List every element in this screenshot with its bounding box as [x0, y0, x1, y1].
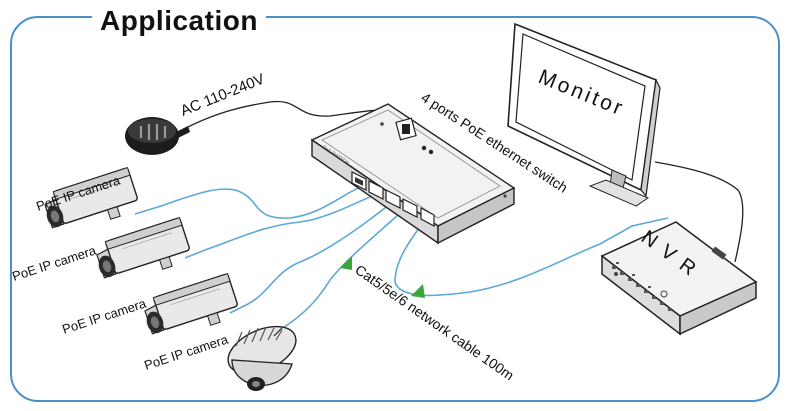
camera-label-4: PoE IP camera	[142, 331, 230, 372]
arrow-up-icon	[340, 256, 352, 270]
monitor-icon	[507, 22, 661, 207]
cable-camera-4	[269, 203, 411, 336]
cable-label: Cat5/5e/6 network cable 100m	[352, 261, 517, 383]
arrow-up-icon	[411, 284, 425, 298]
power-plug-icon	[125, 117, 190, 155]
power-and-video-cables	[181, 100, 744, 263]
bullet-camera-icon	[44, 166, 138, 229]
diagram-frame	[10, 16, 780, 402]
network-cables	[134, 183, 669, 336]
nvr-icon	[600, 221, 758, 336]
switch-icon: PoE SWITCH	[310, 103, 516, 245]
bullet-camera-icon	[96, 216, 190, 279]
title-box: Application	[92, 4, 266, 38]
page-title: Application	[100, 5, 258, 36]
camera-label-2: PoE IP camera	[10, 242, 98, 283]
bullet-camera-icon	[144, 272, 238, 335]
video-cable	[654, 161, 744, 263]
cable-nvr	[394, 215, 669, 297]
power-cable	[181, 100, 393, 131]
camera-label-3: PoE IP camera	[60, 295, 148, 336]
dome-camera-icon	[227, 325, 297, 391]
cable-camera-3	[229, 199, 396, 314]
cable-camera-2	[184, 191, 383, 259]
cable-camera-1	[134, 183, 371, 219]
